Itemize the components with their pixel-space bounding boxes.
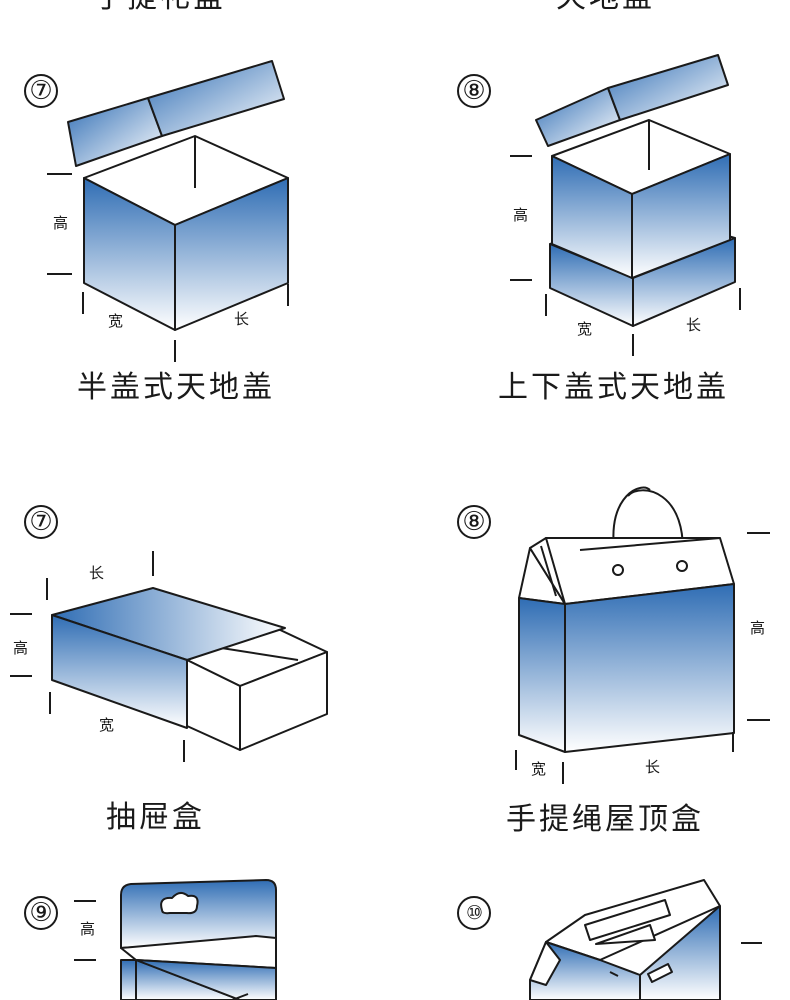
caption-lid-and-base-box: 上下盖式天地盖 [498, 370, 729, 405]
width-label: 宽 [577, 320, 593, 338]
caption-top-right: 天地盖 [556, 0, 655, 13]
caption-drawer-box: 抽屉盒 [106, 800, 205, 835]
height-label: 高 [53, 214, 69, 232]
height-label: 高 [750, 619, 766, 637]
length-label: 长 [645, 758, 661, 776]
height-label: 高 [513, 206, 529, 224]
caption-half-lid-box: 半盖式天地盖 [77, 370, 275, 405]
box-number-7: ⑦ [24, 505, 58, 539]
box-number-9: ⑨ [24, 896, 58, 930]
height-label: 高 [80, 920, 96, 938]
length-label: 长 [686, 316, 702, 334]
carry-handle-box-illustration [529, 879, 762, 1000]
caption-handle-bag-box: 手提绳屋顶盒 [506, 802, 704, 837]
caption-top-left: 手提礼盒 [94, 0, 226, 13]
width-label: 宽 [531, 760, 547, 778]
box-number-10: ⑩ [457, 896, 491, 930]
lid-and-base-box-illustration [510, 54, 741, 356]
handle-bag-box-illustration [515, 486, 770, 784]
length-label: 长 [234, 310, 250, 328]
box-number-8: ⑧ [457, 505, 491, 539]
drawer-box-illustration [10, 551, 328, 762]
hang-tab-box-illustration [74, 879, 277, 1000]
box-number-7: ⑦ [24, 74, 58, 108]
box-number-8: ⑧ [457, 74, 491, 108]
width-label: 宽 [108, 312, 124, 330]
half-lid-box-illustration [47, 60, 289, 362]
length-label: 长 [89, 564, 105, 582]
height-label: 高 [13, 639, 29, 657]
width-label: 宽 [99, 716, 115, 734]
